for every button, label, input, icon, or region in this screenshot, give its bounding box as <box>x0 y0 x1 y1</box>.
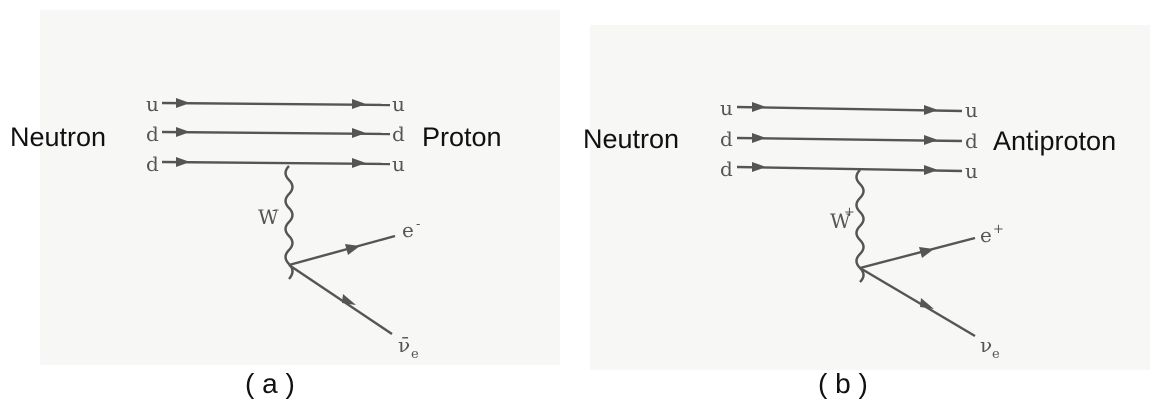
diagram-a-panel <box>40 10 560 365</box>
diagram-b-neutrino-label: ν <box>980 333 992 357</box>
diagram-a-caption: ( a ) <box>245 368 295 399</box>
diagram-b-left-label: Neutron <box>583 124 679 154</box>
diagram-a-out-quark-3: u <box>392 152 405 176</box>
diagram-b-out-quark-3: u <box>965 159 978 183</box>
diagram-a-in-quark-3: d <box>146 152 159 176</box>
diagram-b-quark-line-3 <box>736 162 963 175</box>
diagram-a-out-quark-2: d <box>392 122 405 146</box>
diagram-b-positron-label: e <box>980 223 992 247</box>
diagram-a-quark-line-1 <box>161 98 391 109</box>
diagram-b-neutrino-sub: e <box>992 347 1000 362</box>
diagram-b-in-quark-1: u <box>720 96 733 120</box>
diagram-a-in-quark-2: d <box>146 122 159 146</box>
diagram-b-boson-label: W <box>830 209 851 233</box>
diagram-a-quark-line-2 <box>161 127 391 138</box>
diagram-a-electron-charge: - <box>416 217 420 232</box>
diagram-a-in-quark-1: u <box>146 92 159 116</box>
diagram-b-quark-line-2 <box>736 133 963 145</box>
diagram-b-quark-line-1 <box>736 102 963 115</box>
diagram-a-neutrino-sub: e <box>411 347 419 362</box>
diagram-a-electron-line <box>288 234 396 267</box>
diagram-b-out-quark-1: u <box>965 98 978 122</box>
diagram-b-panel <box>590 25 1150 370</box>
diagram-b-in-quark-3: d <box>720 157 733 181</box>
diagram-a-boson-label: W <box>258 205 279 229</box>
diagram-b-positron-charge: + <box>993 222 1004 237</box>
diagram-a-left-label: Neutron <box>10 122 106 152</box>
diagram-b-positron-line <box>859 236 976 270</box>
diagram-a: Neutron Proton u d d u d u W - e <box>10 92 502 399</box>
diagram-a-w-boson-line <box>284 165 294 280</box>
diagram-a-out-quark-1: u <box>392 92 405 116</box>
diagram-a-neutrino-line <box>288 264 393 335</box>
diagram-a-neutrino-label: ν̄ <box>398 333 410 357</box>
diagram-a-boson-charge: - <box>272 203 276 218</box>
diagram-b-w-boson-line <box>855 169 865 283</box>
diagram-b-out-quark-2: d <box>965 129 978 153</box>
diagram-b-in-quark-2: d <box>720 127 733 151</box>
diagram-b-neutrino-line <box>859 266 976 338</box>
diagram-b: Neutron Antiproton u d d u d u W + <box>583 96 1116 399</box>
diagram-b-boson-charge: + <box>844 205 855 220</box>
diagram-a-quark-line-3 <box>161 157 391 168</box>
diagram-a-electron-label: e <box>402 218 414 242</box>
diagram-a-right-label: Proton <box>422 122 502 152</box>
diagram-b-caption: ( b ) <box>818 368 868 399</box>
diagram-b-right-label: Antiproton <box>993 126 1116 156</box>
